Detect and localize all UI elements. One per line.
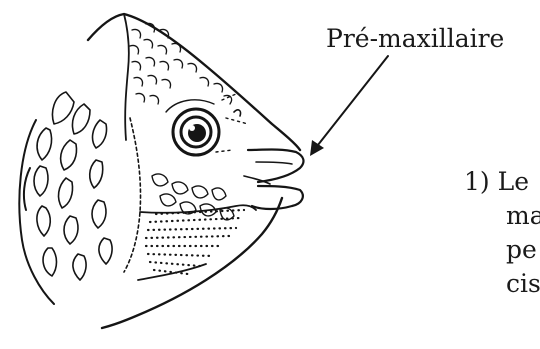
snout-marks: [216, 94, 248, 152]
opercle-scales: [34, 92, 112, 280]
caption-text: 1) Le ma pe cis: [464, 165, 540, 301]
lower-lip: [252, 186, 303, 209]
caption-line-4: cis: [464, 267, 540, 301]
caption-line-3: pe: [464, 233, 540, 267]
upper-lip: [248, 150, 303, 183]
caption-line-1: 1) Le: [464, 165, 540, 199]
premaxilla-label: Pré-maxillaire: [326, 26, 504, 51]
preopercle-line: [124, 118, 141, 272]
eye-highlight: [189, 125, 195, 131]
head-outline: [88, 14, 300, 328]
caption-number: 1): [464, 167, 490, 196]
caption-line-2: ma: [464, 199, 540, 233]
caption-fragment: Le: [498, 167, 529, 196]
annotation-arrow-line: [314, 56, 388, 150]
head-scales: [130, 23, 232, 104]
upper-lip-inner: [256, 162, 292, 164]
lower-jaw-contour: [138, 205, 256, 280]
annotation-arrowhead: [310, 140, 324, 156]
nostril: [234, 110, 241, 116]
nape-contour: [124, 14, 129, 140]
